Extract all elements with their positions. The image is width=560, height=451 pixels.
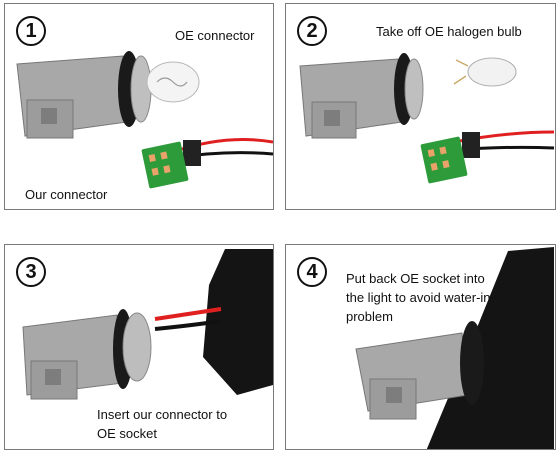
step-panel-1: 1 OE connector Our connector xyxy=(4,3,274,210)
led-connector-illustration xyxy=(420,130,555,184)
caption-our-connector: Our connector xyxy=(25,187,108,202)
step-number-badge: 3 xyxy=(16,257,46,287)
socket-installed-in-light-illustration xyxy=(355,247,554,449)
step-panel-2: 2 Take off OE halogen bulb xyxy=(285,3,556,210)
step-number-badge: 2 xyxy=(297,16,327,46)
oe-socket-with-bulb-illustration xyxy=(16,51,200,139)
step-panel-4: 4 Put back OE socket into the light to a… xyxy=(285,244,556,450)
oe-socket-without-bulb-illustration xyxy=(299,53,424,139)
step-number-badge: 4 xyxy=(297,257,327,287)
socket-inserted-connector-illustration xyxy=(22,249,273,400)
caption-oe-connector: OE connector xyxy=(175,28,255,43)
step-number-badge: 1 xyxy=(16,16,46,46)
caption-put-back-socket: Put back OE socket into the light to avo… xyxy=(346,271,491,324)
removed-halogen-bulb-illustration xyxy=(453,57,517,87)
step-panel-3: 3 Insert our connector to OE socket xyxy=(4,244,274,450)
caption-insert-connector: Insert our connector to OE socket xyxy=(97,407,228,441)
caption-take-off-bulb: Take off OE halogen bulb xyxy=(376,24,522,39)
led-connector-illustration xyxy=(141,138,273,189)
